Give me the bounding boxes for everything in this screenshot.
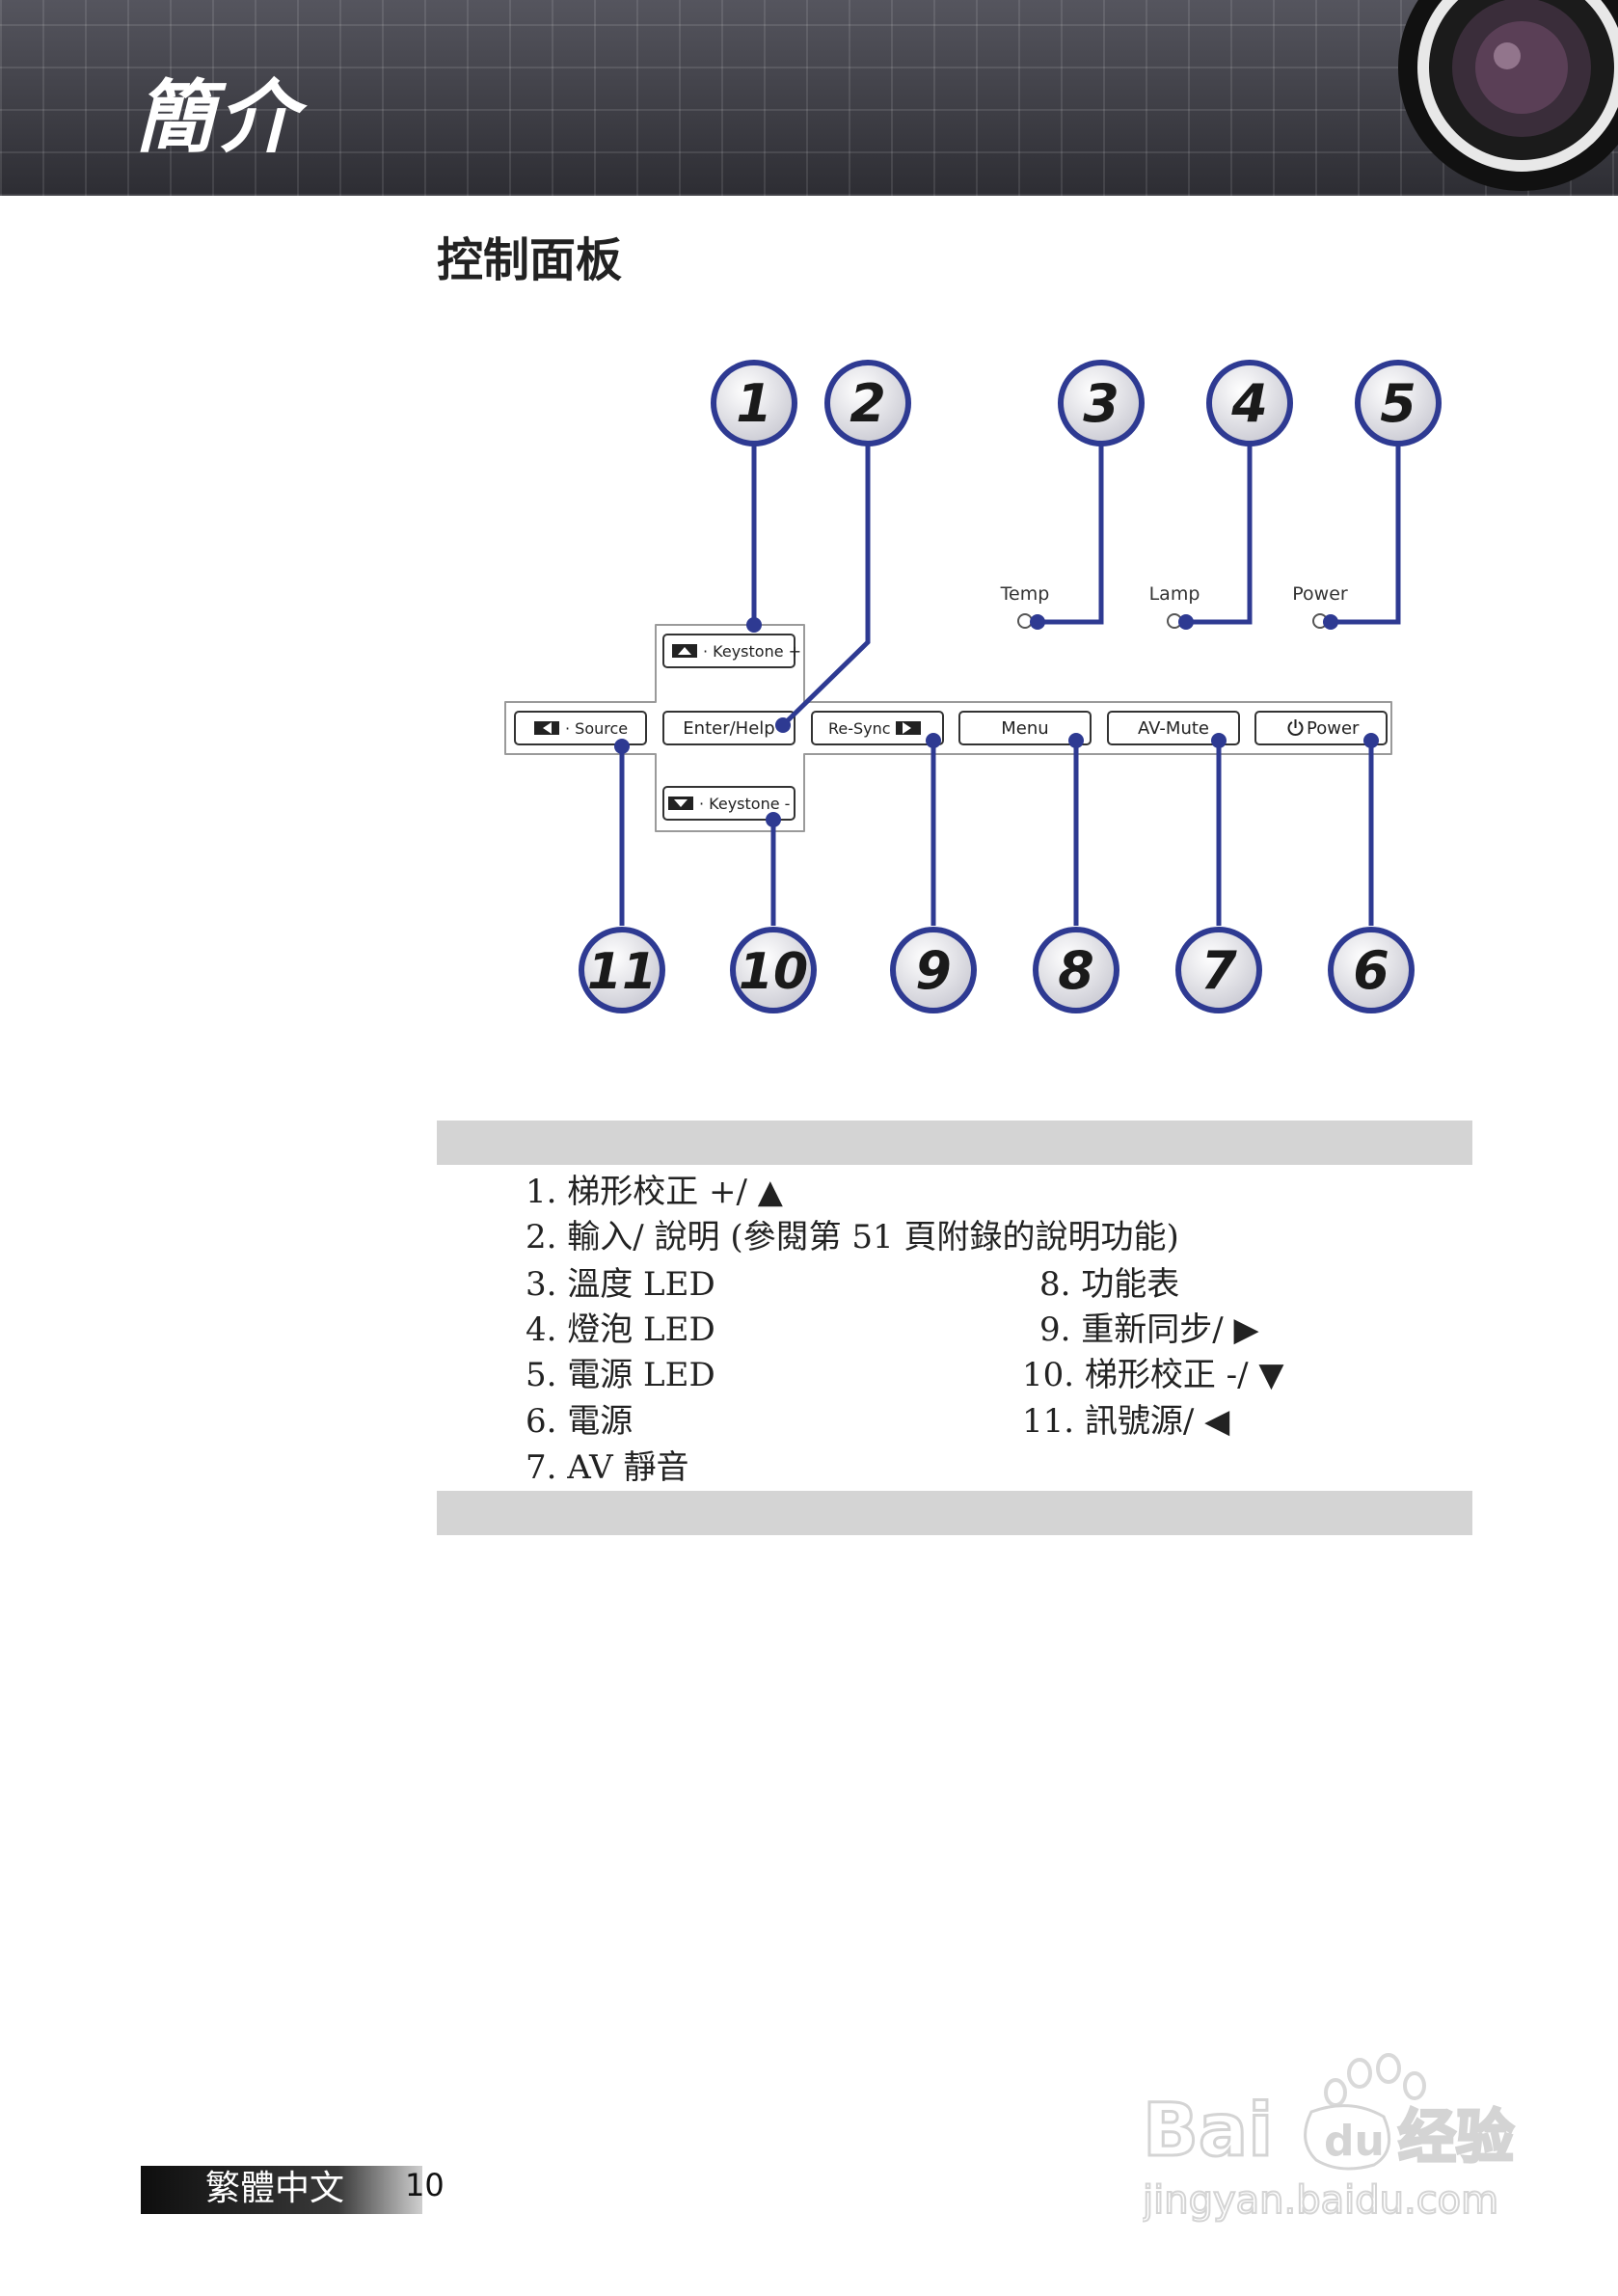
svg-text:7: 7 [1200, 940, 1237, 1001]
svg-text:经验: 经验 [1398, 2104, 1514, 2172]
av-mute-button[interactable]: AV-Mute [1107, 711, 1240, 745]
baidu-watermark: Bai du 经验 jingyan.baidu.com [1143, 2053, 1516, 2224]
section-title: 控制面板 [437, 233, 623, 287]
svg-text:Power: Power [1292, 583, 1348, 605]
legend-item-8: 8. 功能表 [1039, 1265, 1180, 1304]
callout-badge-11: 11 [579, 927, 665, 1013]
svg-text:4: 4 [1230, 373, 1268, 434]
legend-item-9: 9. 重新同步/ ▶ [1039, 1310, 1259, 1349]
svg-text:Temp: Temp [1000, 583, 1050, 605]
power-icon [1287, 719, 1304, 736]
svg-text:8: 8 [1058, 940, 1094, 1001]
keystone-plus-button[interactable]: · Keystone + [662, 634, 801, 668]
legend-bar-bottom [437, 1491, 1472, 1535]
svg-text:10: 10 [739, 943, 808, 1001]
svg-text:11: 11 [587, 943, 657, 1001]
svg-text:jingyan.baidu.com: jingyan.baidu.com [1143, 2178, 1498, 2223]
legend-bar-top [437, 1121, 1472, 1165]
legend-item-11: 11. 訊號源/ ◀ [1022, 1402, 1230, 1441]
led-temp: Temp [1000, 583, 1050, 629]
svg-text:9: 9 [915, 940, 952, 1001]
keystone-minus-button[interactable]: · Keystone - [662, 786, 796, 821]
page-header: 簡介 [0, 0, 1618, 196]
legend-item-7: 7. AV 靜音 [526, 1448, 689, 1487]
legend-item-4: 4. 燈泡 LED [526, 1310, 715, 1349]
resync-button[interactable]: Re-Sync · [811, 711, 944, 745]
svg-text:Enter/Help: Enter/Help [683, 718, 774, 739]
callout-badge-6: 6 [1328, 927, 1415, 1013]
svg-text:du: du [1324, 2117, 1385, 2166]
menu-button[interactable]: Menu [958, 711, 1092, 745]
svg-text:1: 1 [736, 373, 772, 434]
svg-text:AV-Mute: AV-Mute [1138, 718, 1209, 739]
projector-lens-image [1398, 0, 1618, 191]
svg-text:· Keystone -: · Keystone - [699, 795, 790, 813]
du-paw-icon: du [1304, 2104, 1391, 2171]
page-number: 10 [405, 2167, 445, 2203]
footer-language: 繁體中文 [205, 2169, 345, 2208]
callout-badge-1: 1 [711, 360, 797, 446]
legend-item-6: 6. 電源 [526, 1402, 634, 1441]
svg-text:· Keystone +: · Keystone + [703, 642, 801, 661]
svg-text:Bai: Bai [1143, 2087, 1273, 2173]
legend-item-5: 5. 電源 LED [526, 1356, 715, 1394]
callout-lines [619, 444, 1401, 926]
svg-text:Re-Sync ·: Re-Sync · [828, 719, 901, 738]
callout-badge-9: 9 [890, 927, 977, 1013]
svg-text:Menu: Menu [1001, 718, 1048, 739]
svg-text:· Source: · Source [565, 719, 628, 738]
paw-icon [1324, 2053, 1426, 2107]
svg-text:2: 2 [849, 373, 886, 434]
callout-badge-5: 5 [1355, 360, 1442, 446]
callout-badge-3: 3 [1058, 360, 1145, 446]
callout-badge-7: 7 [1175, 927, 1262, 1013]
legend-item-10: 10. 梯形校正 -/ ▼ [1022, 1356, 1284, 1394]
chapter-title: 簡介 [135, 72, 301, 164]
enter-help-button[interactable]: Enter/Help [662, 711, 796, 745]
legend-item-2: 2. 輸入/ 說明 (參閱第 51 頁附錄的說明功能) [526, 1218, 1179, 1256]
callout-badge-4: 4 [1206, 360, 1293, 446]
power-button[interactable]: Power [1254, 711, 1388, 745]
legend-item-1: 1. 梯形校正 +/ ▲ [526, 1173, 783, 1211]
svg-text:Lamp: Lamp [1149, 583, 1200, 605]
control-panel-diagram: Temp Lamp Power · Keystone + · Source En… [504, 360, 1442, 1013]
source-button[interactable]: · Source [514, 711, 647, 745]
svg-text:Power: Power [1307, 718, 1360, 739]
footer-language-tab [141, 2166, 422, 2214]
callout-badge-8: 8 [1033, 927, 1119, 1013]
svg-text:6: 6 [1353, 940, 1389, 1001]
legend-item-3: 3. 溫度 LED [526, 1265, 715, 1304]
callout-endpoints [614, 614, 1379, 827]
svg-text:5: 5 [1380, 373, 1416, 434]
callout-badge-2: 2 [824, 360, 911, 446]
svg-text:3: 3 [1083, 373, 1119, 434]
callout-badge-10: 10 [730, 927, 817, 1013]
